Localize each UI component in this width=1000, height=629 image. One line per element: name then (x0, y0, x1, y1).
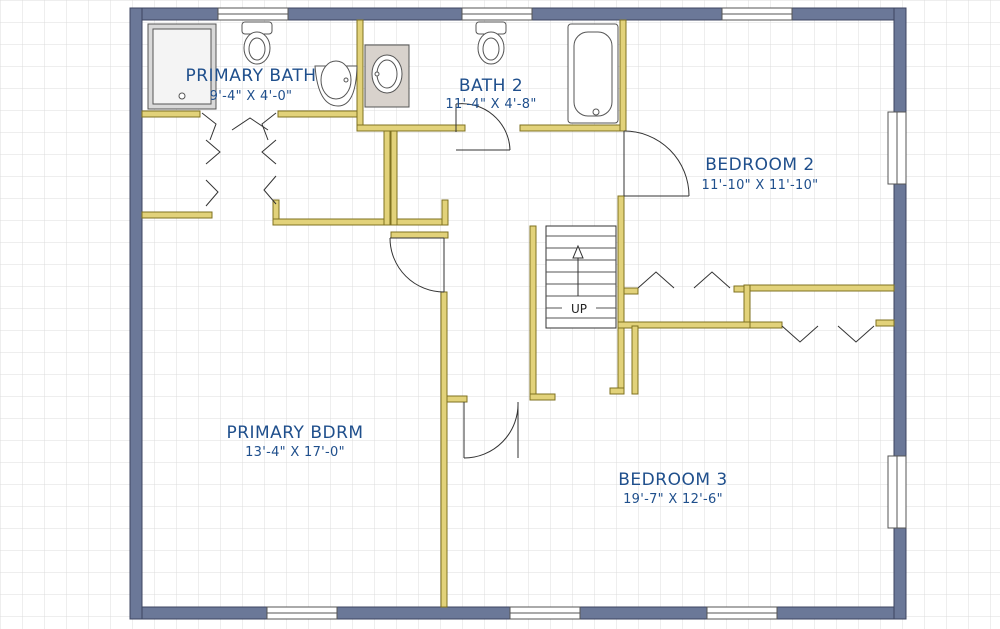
wall-tub-right (619, 19, 627, 132)
wall-primary-bath-bottom-left (141, 110, 201, 118)
bifold-door-primary-bath (201, 112, 277, 141)
room-dims-bedroom-3: 19'-7" X 12'-6" (623, 492, 723, 507)
window-right-1 (887, 111, 907, 185)
windows (217, 7, 907, 620)
room-name-bedroom-3: BEDROOM 3 (618, 470, 727, 490)
toilet-icon (241, 21, 273, 65)
wall-closet2-top (743, 284, 895, 292)
wall-hall-stub (441, 199, 449, 226)
wall-bedroom2-left (617, 195, 625, 395)
wall-closet2-left-stub (623, 287, 639, 295)
bathtub-icon (567, 23, 619, 124)
window-bottom-2 (509, 606, 581, 620)
door-bedroom3 (463, 401, 519, 459)
wall-closet-bottom (272, 218, 449, 226)
wall-center-door-jamb (446, 395, 468, 403)
sink-icon (314, 60, 358, 107)
stairs: UP (545, 225, 617, 329)
vanity-sink-icon (364, 44, 410, 108)
room-name-bedroom-2: BEDROOM 2 (705, 155, 814, 175)
window-top-1 (217, 7, 289, 21)
wall-bedroom3-hall-stub (609, 387, 625, 395)
fixtures (147, 21, 619, 124)
wall-stair-bottom (529, 393, 556, 401)
interior-walls (141, 19, 895, 608)
wall-stair-left (529, 225, 537, 399)
bifold-door-bedroom3-closet (781, 325, 875, 343)
wall-baths-divider (356, 19, 364, 126)
room-dims-primary-bath: 9'-4" X 4'-0" (210, 89, 293, 104)
stair-arrow-head (572, 244, 584, 259)
wall-bedroom3-small-vert (631, 325, 639, 395)
door-bedroom2 (623, 130, 690, 197)
room-dims-bath-2: 11'-4" X 4'-8" (445, 97, 536, 112)
wall-bath2-bottom (356, 124, 466, 132)
window-bottom-3 (706, 606, 778, 620)
wall-closet2-vert (743, 284, 751, 328)
window-bottom-1 (266, 606, 338, 620)
wall-primary-bath-bottom-right (277, 110, 361, 118)
doors (201, 103, 875, 459)
door-primary-bdrm (389, 237, 445, 293)
room-name-primary-bath: PRIMARY BATH (185, 66, 316, 86)
wall-closet-left-top (141, 211, 213, 219)
room-dims-bedroom-2: 11'-10" X 11'-10" (702, 178, 819, 193)
wall-center-vertical (440, 291, 448, 608)
door-bath2 (455, 103, 511, 151)
room-dims-primary-bdrm: 13'-4" X 17'-0" (245, 445, 345, 460)
wall-bedroom3-top-right (875, 319, 895, 327)
wall-closet-vert-b (383, 130, 391, 226)
stairs-up-label: UP (571, 302, 587, 316)
bifold-door-bedroom2-closet (637, 271, 731, 289)
exterior-wall-left (129, 7, 143, 620)
wall-hall-under-stub (390, 231, 449, 239)
window-top-2 (461, 7, 533, 21)
room-name-primary-bdrm: PRIMARY BDRM (226, 423, 363, 443)
wall-bath2-bottom-right (519, 124, 627, 132)
window-top-3 (721, 7, 793, 21)
toilet-icon (475, 21, 507, 65)
room-name-bath-2: BATH 2 (459, 76, 523, 96)
wall-bedroom3-top-stub (749, 321, 783, 329)
room-labels: PRIMARY BATH 9'-4" X 4'-0" BATH 2 11'-4"… (185, 66, 818, 507)
window-right-2 (887, 455, 907, 529)
bifold-door-primary-closet (205, 139, 277, 207)
wall-closet-vert-c (390, 130, 398, 226)
shower-stall (147, 23, 217, 110)
